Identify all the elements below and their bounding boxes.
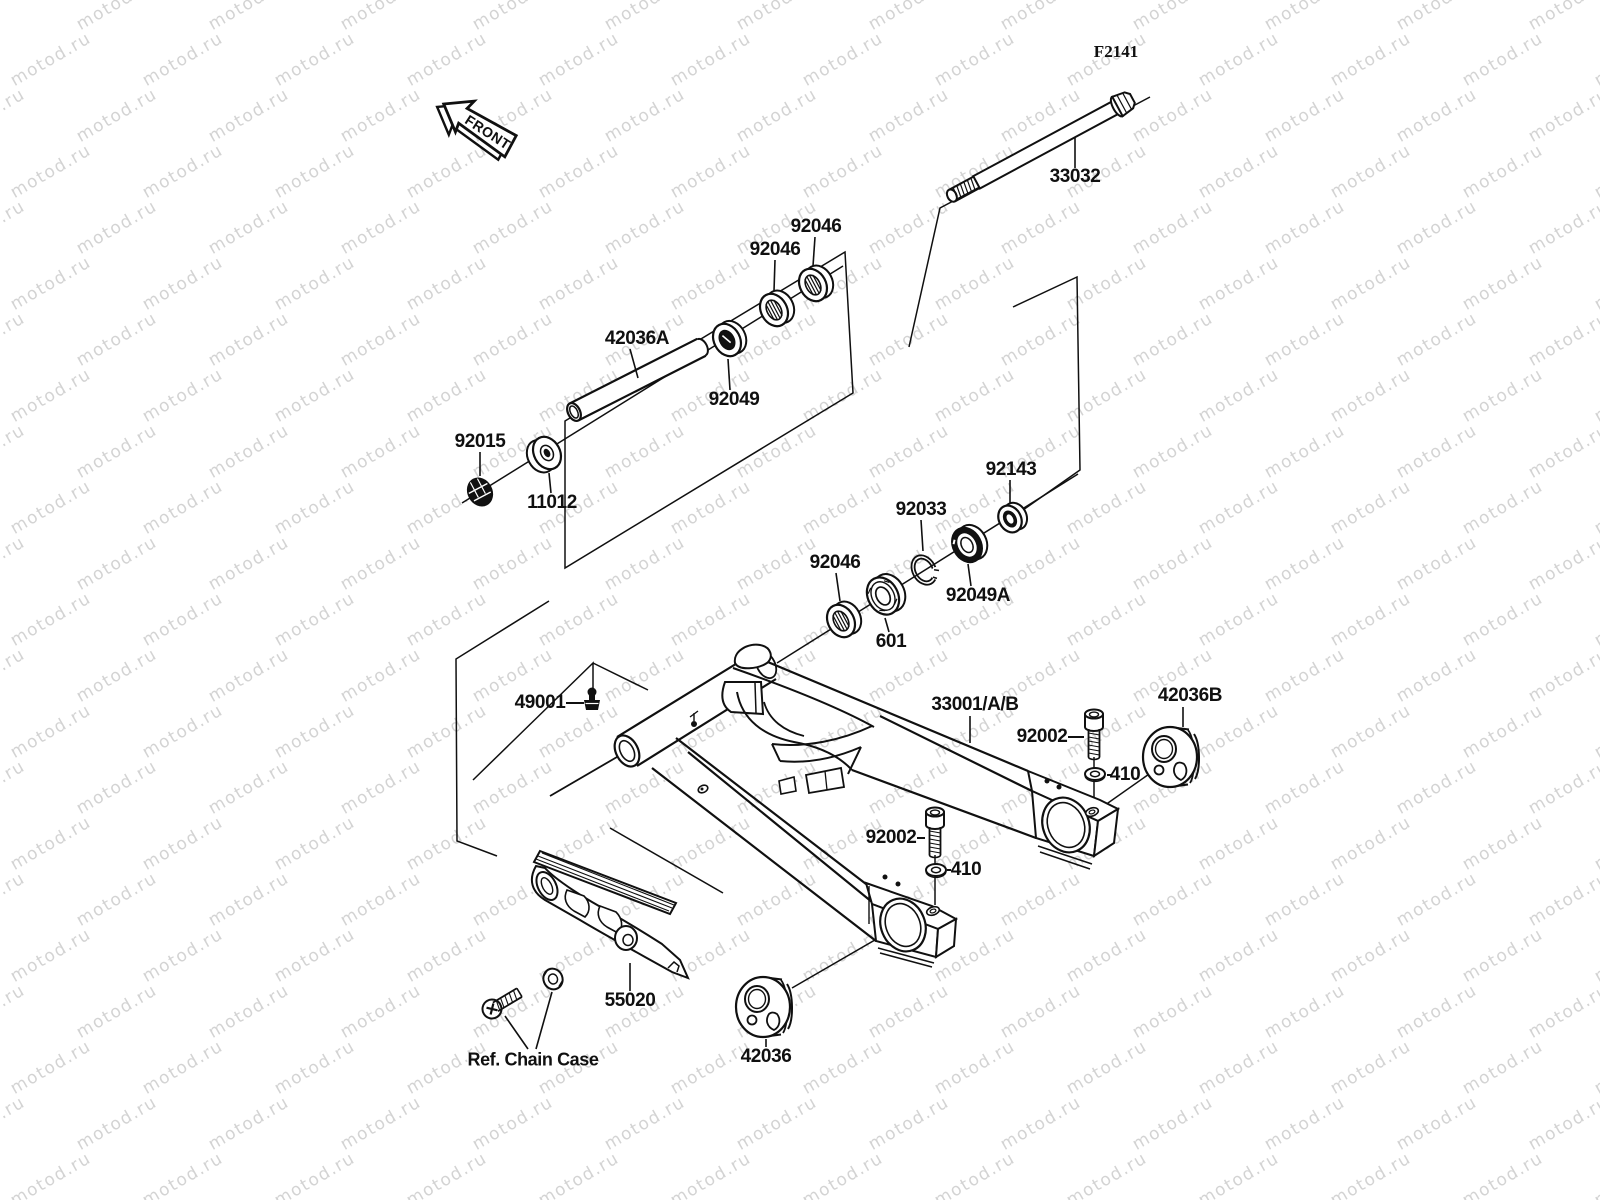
- cap-11012: [525, 435, 563, 474]
- part-label-92143: 92143: [985, 459, 1037, 480]
- part-label-92015: 92015: [454, 431, 506, 452]
- chain-case-screw: [481, 987, 523, 1020]
- nut-92015: [466, 477, 494, 507]
- part-label-ref-chain-case: Ref. Chain Case: [467, 1049, 599, 1070]
- circlip-92033: [910, 554, 944, 586]
- part-label-410-lower: 410: [950, 859, 982, 880]
- part-label-92002-lower: 92002: [865, 827, 917, 848]
- leader-lines: [479, 138, 1184, 1050]
- part-label-11012: 11012: [527, 492, 577, 513]
- pivot-shaft-33032: [945, 91, 1136, 203]
- part-label-601: 601: [875, 631, 907, 652]
- part-label-49001: 49001: [514, 692, 566, 713]
- part-label-92046-c: 92046: [809, 552, 861, 573]
- part-label-42036B: 42036B: [1157, 685, 1223, 706]
- part-label-92002-upper: 92002: [1016, 726, 1068, 747]
- part-label-33032: 33032: [1049, 166, 1101, 187]
- right-bearing-set: [820, 501, 1029, 644]
- part-label-410-upper: 410: [1109, 764, 1141, 785]
- part-label-92049A: 92049A: [945, 585, 1011, 606]
- part-label-42036A: 42036A: [604, 328, 670, 349]
- part-label-92046-a: 92046: [790, 216, 842, 237]
- part-label-42036: 42036: [740, 1046, 792, 1067]
- part-label-55020: 55020: [604, 990, 656, 1011]
- part-label-92033: 92033: [895, 499, 947, 520]
- pivot-collar-assembly: [466, 259, 840, 507]
- part-label-33001-AB: 33001/A/B: [931, 694, 1019, 715]
- swingarm-33001: [549, 643, 1121, 968]
- chain-case-nut: [542, 967, 564, 991]
- part-label-92046-b: 92046: [749, 239, 801, 260]
- grease-fitting-49001: [584, 687, 600, 710]
- part-label-92049: 92049: [708, 389, 760, 410]
- chain-guide-55020: [530, 849, 690, 980]
- cap-92143: [997, 501, 1029, 534]
- part-label-fiche-code: F2141: [1093, 42, 1139, 61]
- reference-panels: [455, 96, 1151, 894]
- collar-tube-42036A: [566, 337, 709, 422]
- seal-92049: [711, 319, 748, 358]
